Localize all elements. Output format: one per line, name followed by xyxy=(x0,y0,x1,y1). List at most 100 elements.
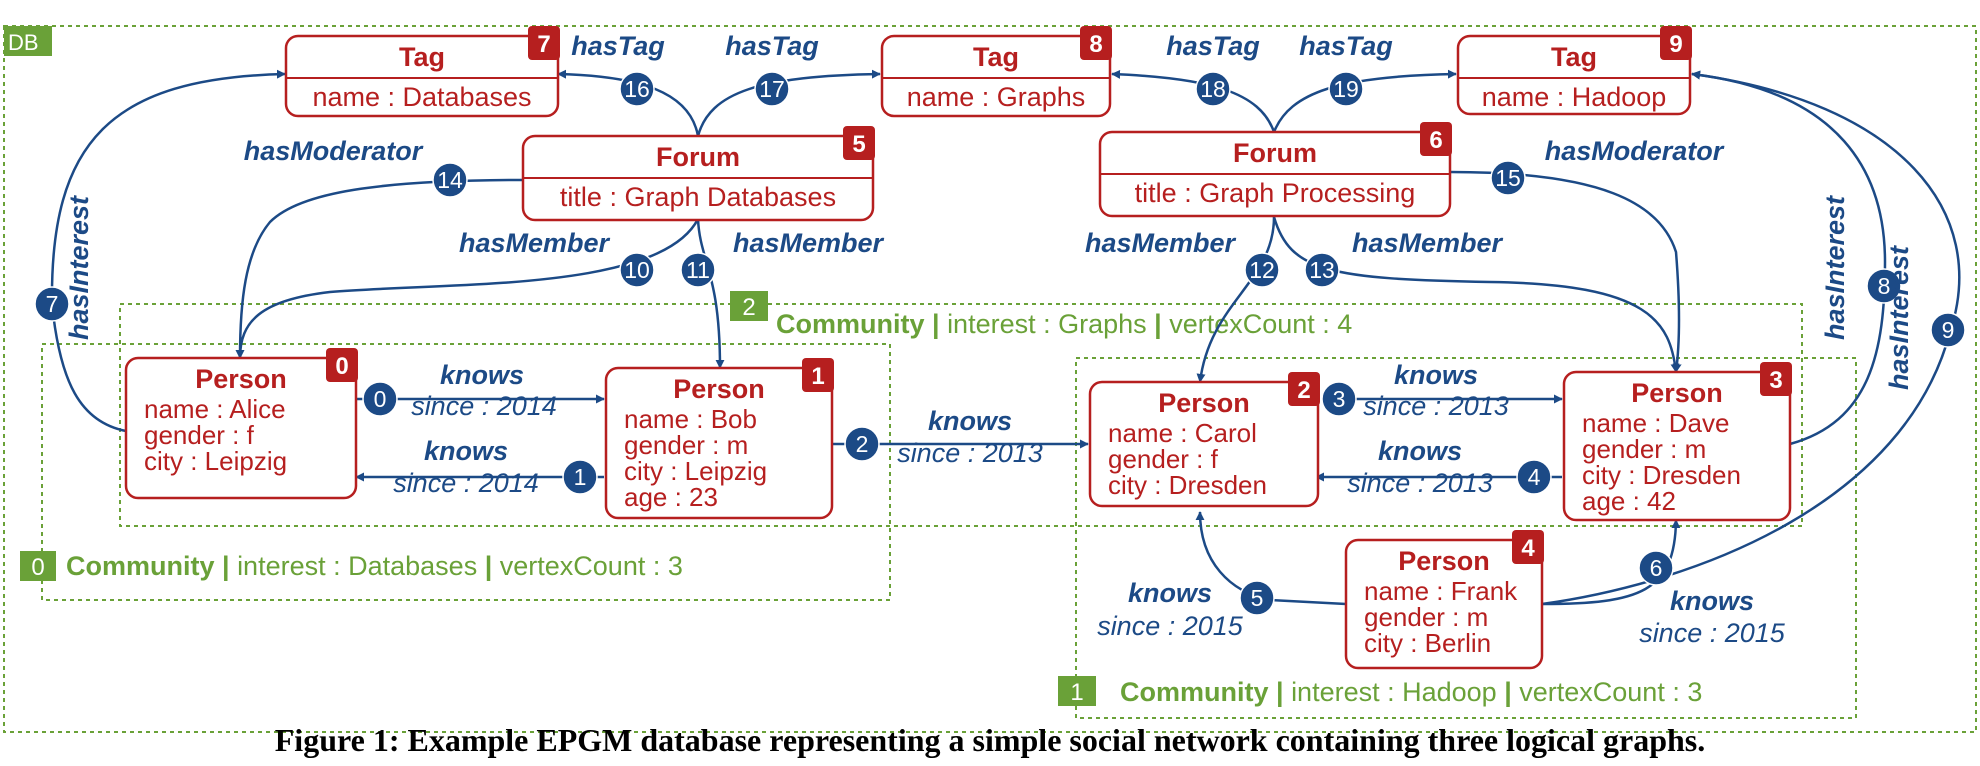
edge-19-line xyxy=(1272,69,1457,133)
vertex-0-prop: gender : f xyxy=(144,420,255,450)
vertex-9-label: Tag xyxy=(1551,42,1597,72)
edge-12-id: 12 xyxy=(1249,257,1275,283)
edge-2-prop: since : 2013 xyxy=(897,438,1043,468)
svg-text:Community | interest : Graphs: Community | interest : Graphs | vertexCo… xyxy=(776,309,1352,339)
edge-0-id: 0 xyxy=(374,386,387,412)
vertex-5-label: Forum xyxy=(656,142,740,172)
edge-4-badge xyxy=(1516,459,1552,495)
edge-1-label: knows xyxy=(424,436,508,466)
edge-6-id: 6 xyxy=(1650,555,1663,581)
edge-3-prop: since : 2013 xyxy=(1363,391,1509,421)
vertex-7-badge xyxy=(528,26,560,60)
vertex-6-id: 6 xyxy=(1429,127,1442,154)
edge-7-line xyxy=(50,69,286,433)
vertex-5-badge xyxy=(843,126,875,160)
db-badge xyxy=(4,26,52,56)
edge-11-id: 11 xyxy=(686,257,710,283)
vertex-1-id: 1 xyxy=(811,363,824,390)
edge-4-id: 4 xyxy=(1528,464,1541,490)
vertex-8-label: Tag xyxy=(973,42,1019,72)
edge-2-id: 2 xyxy=(856,431,869,457)
edge-7-id: 7 xyxy=(46,291,59,317)
edge-17-line xyxy=(696,69,881,137)
vertex-2-prop: name : Carol xyxy=(1108,418,1257,448)
vertex-2-prop: gender : f xyxy=(1108,444,1219,474)
edge-12-label: hasMember xyxy=(1085,228,1237,258)
vertex-6-prop: title : Graph Processing xyxy=(1135,178,1416,208)
edge-17-id: 17 xyxy=(759,76,785,102)
edge-18-id: 18 xyxy=(1200,76,1226,102)
edge-17-badge xyxy=(754,71,790,107)
vertex-1-prop: name : Bob xyxy=(624,404,757,434)
vertex-6-badge xyxy=(1420,122,1452,156)
vertex-7-label: Tag xyxy=(399,42,445,72)
edge-10-badge xyxy=(619,252,655,288)
edge-18-line xyxy=(1111,69,1276,133)
vertex-0-badge xyxy=(326,348,358,382)
vertex-2-id: 2 xyxy=(1297,377,1310,404)
edge-8-label: hasInterest xyxy=(1820,195,1850,340)
edge-6-badge xyxy=(1638,550,1674,586)
edge-1-id: 1 xyxy=(574,464,587,490)
edge-16-line xyxy=(557,69,700,137)
edge-3-badge xyxy=(1321,381,1357,417)
edge-9-label: hasInterest xyxy=(1884,245,1914,390)
vertex-3-label: Person xyxy=(1631,378,1723,408)
svg-text:2: 2 xyxy=(742,294,755,321)
vertex-2-label: Person xyxy=(1158,388,1250,418)
edge-8-badge xyxy=(1866,268,1902,304)
svg-text:0: 0 xyxy=(31,554,44,581)
edge-10-id: 10 xyxy=(624,257,650,283)
vertex-4-prop: city : Berlin xyxy=(1364,628,1491,658)
vertex-0-id: 0 xyxy=(335,353,348,380)
edge-17-label: hasTag xyxy=(725,31,819,61)
vertex-1-prop: city : Leipzig xyxy=(624,456,767,486)
vertex-3-prop: gender : m xyxy=(1582,434,1706,464)
edge-0-badge xyxy=(362,381,398,417)
edge-19-badge xyxy=(1328,71,1364,107)
vertex-7-prop: name : Databases xyxy=(312,82,531,112)
edge-6-line xyxy=(1541,519,1681,606)
vertex-9-prop: name : Hadoop xyxy=(1482,82,1667,112)
vertex-4-prop: gender : m xyxy=(1364,602,1488,632)
community-frame-2 xyxy=(119,303,1803,527)
vertex-9-id: 9 xyxy=(1669,31,1682,58)
vertex-6-label: Forum xyxy=(1233,138,1317,168)
edge-8-id: 8 xyxy=(1878,273,1891,299)
vertex-4-label: Person xyxy=(1398,546,1490,576)
vertex-0-label: Person xyxy=(195,364,287,394)
vertex-2-badge xyxy=(1288,372,1320,406)
edge-8-line xyxy=(1691,70,1887,446)
edge-18-badge xyxy=(1195,71,1231,107)
vertex-0-prop: name : Alice xyxy=(144,394,286,424)
vertex-4-id: 4 xyxy=(1521,535,1535,562)
edge-3-id: 3 xyxy=(1333,386,1346,412)
edge-19-label: hasTag xyxy=(1299,31,1393,61)
vertex-4-badge xyxy=(1512,530,1544,564)
vertex-3-prop: name : Dave xyxy=(1582,408,1729,438)
edge-13-line xyxy=(1272,216,1680,373)
edge-11-badge xyxy=(680,252,716,288)
edge-16-badge xyxy=(619,71,655,107)
edge-10-label: hasMember xyxy=(459,228,611,258)
community-0-label: 0 Community | interest : Databases | ver… xyxy=(20,551,683,581)
vertex-1-prop: age : 23 xyxy=(624,482,718,512)
community-frame-0 xyxy=(41,343,891,601)
vertex-3-badge xyxy=(1760,362,1792,396)
edge-4-label: knows xyxy=(1378,436,1462,466)
